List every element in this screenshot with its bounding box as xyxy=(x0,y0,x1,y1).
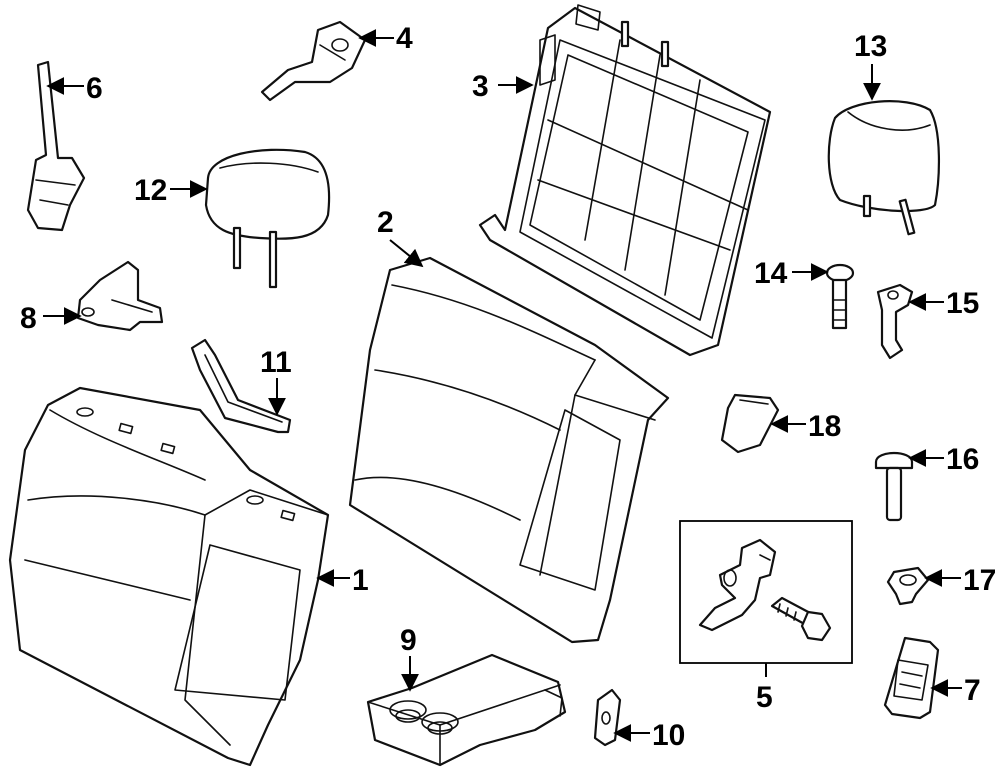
callout-14: 14 xyxy=(754,257,788,290)
leader-2 xyxy=(389,239,424,268)
part-5-bracket-assembly xyxy=(679,520,853,664)
part-16-pin xyxy=(874,451,914,522)
callout-7: 7 xyxy=(964,674,981,707)
callout-17: 17 xyxy=(963,564,996,597)
callout-15: 15 xyxy=(946,287,979,320)
callout-2: 2 xyxy=(377,206,394,239)
part-5-group-box xyxy=(679,520,853,664)
callout-4: 4 xyxy=(396,22,413,55)
callout-11: 11 xyxy=(260,346,292,379)
part-15-stud-bolt xyxy=(876,283,914,360)
callout-10: 10 xyxy=(652,719,685,752)
callout-6: 6 xyxy=(86,72,103,105)
part-8-hinge-bracket xyxy=(76,260,164,332)
part-17-nut xyxy=(886,566,930,606)
part-18-end-cap xyxy=(720,393,780,454)
part-12-headrest xyxy=(204,148,331,289)
part-13-headrest xyxy=(827,100,940,236)
part-4-bracket xyxy=(260,20,367,102)
callout-12: 12 xyxy=(134,174,167,207)
part-2-seat-back-cover xyxy=(348,256,670,644)
callout-8: 8 xyxy=(20,302,37,335)
callout-9: 9 xyxy=(400,624,417,657)
part-14-bolt xyxy=(825,263,855,330)
callout-13: 13 xyxy=(854,30,887,63)
part-9-cupholder-armrest xyxy=(366,653,567,767)
part-1-seat-cushion xyxy=(8,386,330,767)
callout-18: 18 xyxy=(808,410,841,443)
part-3-seat-back-frame xyxy=(478,4,772,357)
part-7-latch-handle xyxy=(883,636,940,720)
callout-16: 16 xyxy=(946,443,979,476)
callout-1: 1 xyxy=(352,564,369,597)
callout-5: 5 xyxy=(756,681,773,714)
callout-numbers: 1 2 3 4 5 6 7 8 9 10 11 12 13 14 15 16 1… xyxy=(20,22,996,752)
part-11-trim-strip xyxy=(190,338,292,434)
part-6-belt-buckle xyxy=(26,60,86,232)
callout-3: 3 xyxy=(472,70,489,103)
leader-lines xyxy=(43,29,962,742)
part-10-clip xyxy=(593,688,622,747)
